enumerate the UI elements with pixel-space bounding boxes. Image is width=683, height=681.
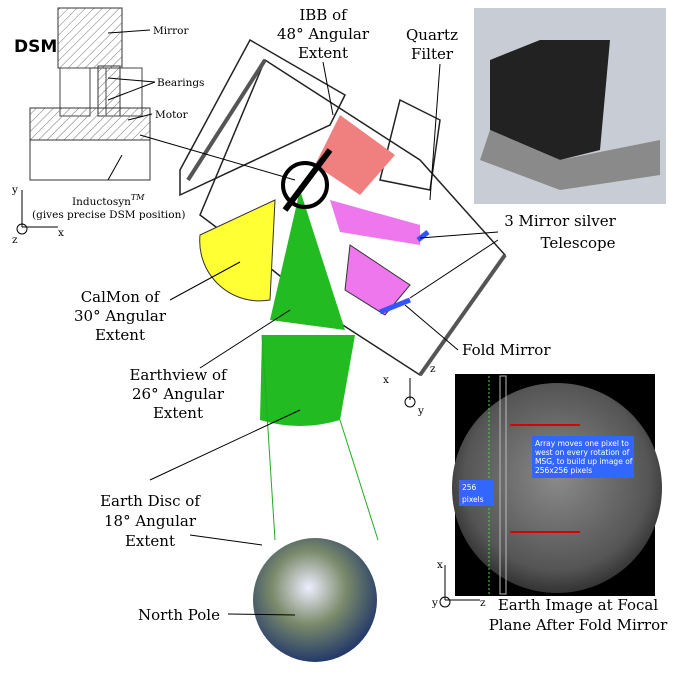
quartz-filter-label: Filter [411, 45, 454, 63]
pixels-note-box [459, 480, 494, 506]
telescope-label: 3 Mirror silver [504, 212, 616, 230]
north-pole-label: North Pole [138, 606, 220, 624]
inductosyn-label: InductosynTM [72, 193, 145, 208]
calmon-label: 30° Angular [74, 307, 167, 325]
dsm-title: DSM [14, 37, 57, 57]
earthview-label: 26° Angular [132, 385, 225, 403]
leader-lines [149, 61, 499, 616]
array-note-line: MSG, to build up image of [535, 457, 633, 466]
ibb-region [315, 115, 395, 195]
axis-x-label: x [383, 374, 389, 386]
axis-y-label: y [431, 597, 438, 609]
axis-z-label: z [480, 597, 486, 609]
fold-mirror-mark [379, 297, 411, 315]
earth-image-label: Plane After Fold Mirror [489, 616, 668, 634]
telescope-mirror-mark [416, 230, 430, 242]
earth-image-label: Earth Image at Focal [498, 596, 659, 614]
earth-north-pole-image [253, 538, 377, 662]
calmon-label: CalMon of [81, 288, 161, 306]
ibb-label: Extent [298, 44, 348, 62]
earthview-label: Earthview of [129, 366, 228, 384]
ibb-label: IBB of [299, 6, 348, 24]
earthview-region-upper [270, 190, 345, 330]
bearings-label: Bearings [157, 77, 204, 89]
motor-label: Motor [155, 109, 189, 121]
array-note-line: Array moves one pixel to [535, 439, 629, 448]
calmon-region [199, 199, 276, 302]
axis-z-label: z [12, 234, 18, 246]
dsm-drawing [29, 7, 151, 181]
telescope-region-upper [330, 200, 420, 245]
axis-x-label: x [58, 227, 64, 239]
array-note-line: west on every rotation of [535, 448, 630, 457]
instrument-housing [179, 38, 507, 377]
array-note-line: 256x256 pixels [535, 466, 592, 475]
dsm-rotor [281, 161, 329, 209]
axis-x-label: x [437, 559, 443, 571]
axis-y-label: y [11, 184, 18, 196]
dsm-axes [16, 190, 58, 235]
earthview-label: Extent [153, 404, 203, 422]
quartz-filter-label: Quartz [406, 26, 458, 44]
earth-image [452, 383, 662, 593]
ibb-label: 48° Angular [277, 25, 370, 43]
earth-disc-label: Extent [125, 532, 175, 550]
fold-mirror-label: Fold Mirror [462, 341, 551, 359]
mirror-label: Mirror [153, 25, 189, 37]
pixels-note-line: pixels [462, 495, 484, 504]
earthview-region [260, 335, 355, 426]
inductosyn-note: (gives precise DSM position) [32, 209, 185, 221]
earth-disc-label: 18° Angular [104, 512, 197, 530]
telescope-label: Telescope [541, 234, 616, 252]
array-note-box [532, 436, 634, 478]
calmon-label: Extent [95, 326, 145, 344]
axis-y-label: y [417, 405, 424, 417]
telescope-region [344, 244, 411, 316]
pixels-note-line: 256 [462, 483, 477, 492]
earth-disc-label: Earth Disc of [100, 492, 201, 510]
axis-z-label: z [430, 363, 436, 375]
